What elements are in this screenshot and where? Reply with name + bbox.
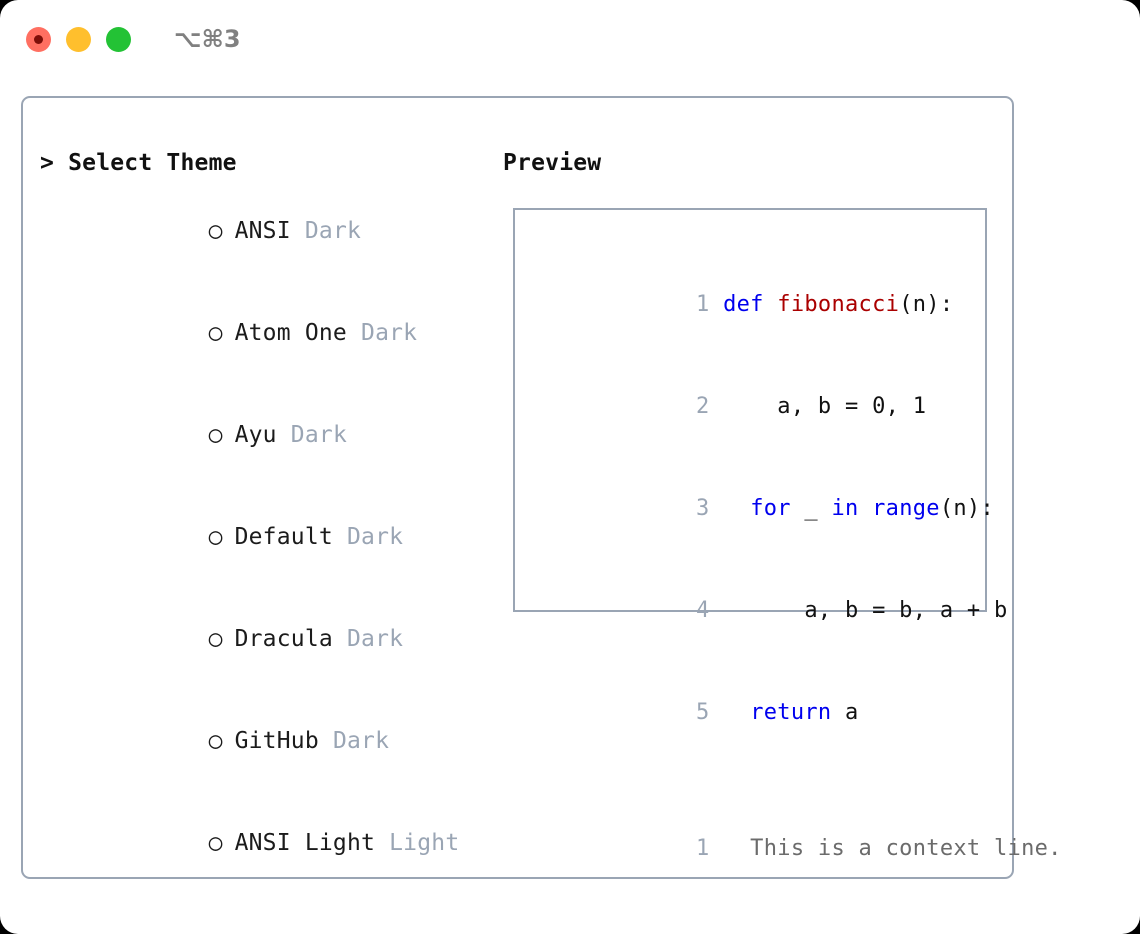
theme-list-item[interactable]: ○ Ayu Dark <box>40 384 501 486</box>
theme-selection-column: > Select Theme ○ ANSI Dark ○ Atom One Dark… <box>23 98 501 934</box>
code-builtin: range <box>872 496 940 521</box>
theme-variant: Light <box>375 932 445 934</box>
preview-title: Preview <box>503 150 602 176</box>
theme-variant: Dark <box>290 422 347 448</box>
theme-list-item[interactable]: ○Ayu Light Light <box>40 894 501 934</box>
theme-name: ANSI <box>234 218 291 244</box>
theme-variant: Dark <box>332 728 390 754</box>
maximize-button[interactable] <box>106 26 131 52</box>
diff-line-deleted: 2- This line was deleted. <box>533 900 985 934</box>
theme-variant: Dark <box>346 524 404 550</box>
line-number: 1 <box>696 836 710 861</box>
code-line: 3 for _ in range(n): <box>533 458 994 560</box>
preview-column: Preview 1 def fibonacci(n): 2 a, b = 0, … <box>501 98 1061 877</box>
theme-list-item[interactable]: ○ GitHub Dark <box>40 690 501 792</box>
code-segment <box>710 496 751 521</box>
theme-variant: Dark <box>304 218 362 244</box>
code-keyword: for <box>750 496 791 521</box>
code-keyword: def <box>723 292 764 317</box>
radio-icon[interactable]: ○ <box>208 524 223 550</box>
code-segment: _ <box>790 496 832 521</box>
code-segment: (n): <box>939 496 995 521</box>
code-segment: a, b = b, a + b <box>709 598 1008 623</box>
code-segment <box>710 292 724 317</box>
theme-name: Default <box>234 524 333 550</box>
theme-list-item[interactable]: ○ Default Dark <box>40 486 501 588</box>
code-segment <box>764 292 778 317</box>
diff-line-context: 1 This is a context line. <box>533 798 1061 900</box>
code-segment: a, b = 0, 1 <box>709 394 927 419</box>
code-segment: a <box>831 700 859 725</box>
theme-list: ○ ANSI Dark ○ Atom One Dark ○ Ayu Dark ○ Def… <box>40 180 501 934</box>
theme-list-item[interactable]: ○ Atom One Dark <box>40 282 501 384</box>
code-line: 2 a, b = 0, 1 <box>533 356 985 458</box>
theme-variant: Light <box>389 830 460 856</box>
code-line: 5 return a <box>533 662 985 764</box>
code-blank-line <box>533 764 985 798</box>
recording-indicator-icon <box>34 34 43 44</box>
preview-code-box: 1 def fibonacci(n): 2 a, b = 0, 1 3 for … <box>513 208 1061 861</box>
theme-variant: Dark <box>346 626 404 652</box>
theme-list-item[interactable]: ○ ANSI Dark <box>40 180 501 282</box>
radio-icon[interactable]: ○ <box>208 218 223 244</box>
code-segment: (n): <box>899 292 954 317</box>
theme-list-item[interactable]: ○ Dracula Dark <box>40 588 501 690</box>
theme-name: Atom One <box>234 320 347 346</box>
line-number: 5 <box>696 700 710 725</box>
line-number: 4 <box>696 598 710 623</box>
radio-icon[interactable]: ○ <box>209 928 235 934</box>
theme-list-item[interactable]: ○ ANSI Light Light <box>40 792 501 894</box>
close-button[interactable] <box>26 26 51 52</box>
code-segment <box>710 700 751 725</box>
radio-icon[interactable]: ○ <box>208 626 223 652</box>
theme-name: Dracula <box>234 626 333 652</box>
keyboard-shortcut-label: ⌥⌘3 <box>174 25 241 53</box>
theme-name: Ayu <box>234 422 277 448</box>
theme-name: GitHub <box>234 728 319 754</box>
theme-name: Ayu Light <box>235 932 361 934</box>
line-number: 3 <box>696 496 710 521</box>
code-keyword: in <box>831 496 859 521</box>
title-bar: ⌥⌘3 <box>0 0 1140 78</box>
line-number: 2 <box>696 394 710 419</box>
radio-icon[interactable]: ○ <box>208 728 223 754</box>
radio-icon[interactable]: ○ <box>208 830 223 856</box>
code-keyword: return <box>750 700 832 725</box>
theme-picker-panel: > Select Theme ○ ANSI Dark ○ Atom One Dark… <box>21 96 1061 934</box>
theme-variant: Dark <box>361 320 418 346</box>
code-line: 4 a, b = b, a + b <box>533 560 1007 662</box>
radio-icon[interactable]: ○ <box>208 422 223 448</box>
radio-icon[interactable]: ○ <box>208 320 223 346</box>
theme-name: ANSI Light <box>234 830 376 856</box>
line-number: 1 <box>696 292 710 317</box>
code-function-name: fibonacci <box>777 292 900 317</box>
code-segment <box>859 496 873 521</box>
code-line: 1 def fibonacci(n): <box>533 254 985 356</box>
diff-marker <box>710 836 724 861</box>
select-theme-header: > Select Theme <box>40 150 237 176</box>
minimize-button[interactable] <box>66 26 91 52</box>
diff-text: This is a context line. <box>723 836 1062 861</box>
